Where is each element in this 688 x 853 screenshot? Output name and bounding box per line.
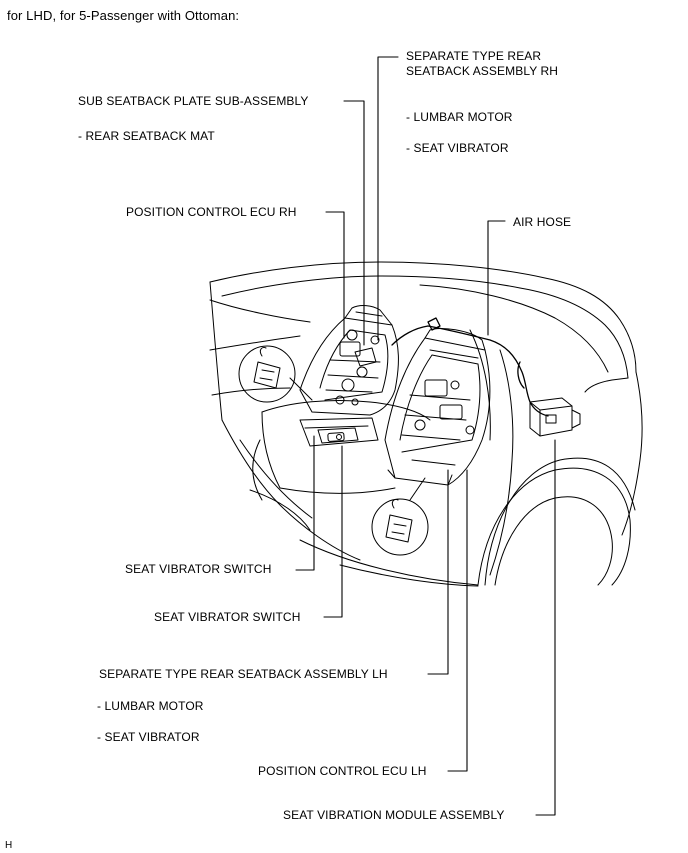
- leader-ecu-lh: [447, 469, 468, 772]
- label-lh-seat-vibrator: - SEAT VIBRATOR: [97, 730, 200, 744]
- label-sub-seatback-plate: SUB SEATBACK PLATE SUB-ASSEMBLY: [78, 94, 309, 108]
- leader-ecu-rh: [325, 211, 345, 339]
- leader-vib-module: [535, 439, 556, 816]
- rear-seat-cushion: [252, 399, 431, 501]
- label-separate-rear-seatback-rh-line1: SEPARATE TYPE REAR: [406, 49, 542, 63]
- leader-sep-lh: [427, 469, 449, 675]
- leader-switch-1: [295, 435, 315, 571]
- seatback-frame-lh: [384, 327, 491, 486]
- air-hose: [391, 317, 549, 417]
- diagram-title: for LHD, for 5-Passenger with Ottoman:: [7, 8, 240, 23]
- leader-air-hose: [487, 220, 506, 336]
- label-separate-rear-seatback-lh: SEPARATE TYPE REAR SEATBACK ASSEMBLY LH: [99, 667, 388, 681]
- detail-circle-upper: [238, 345, 313, 403]
- seat-vibration-module: [529, 397, 581, 437]
- detail-circle-lower: [371, 477, 429, 556]
- label-lh-lumbar-motor: - LUMBAR MOTOR: [97, 699, 204, 713]
- label-position-control-ecu-rh: POSITION CONTROL ECU RH: [126, 205, 297, 219]
- car-body: [209, 261, 643, 587]
- leader-lines: [295, 56, 556, 816]
- label-rh-seat-vibrator: - SEAT VIBRATOR: [406, 141, 509, 155]
- label-rh-lumbar-motor: - LUMBAR MOTOR: [406, 110, 513, 124]
- label-separate-rear-seatback-rh-line2: SEATBACK ASSEMBLY RH: [406, 64, 559, 78]
- seat-vibrator-switch-panel: [317, 427, 359, 444]
- label-position-control-ecu-lh: POSITION CONTROL ECU LH: [258, 764, 427, 778]
- label-seat-vibrator-switch-2: SEAT VIBRATOR SWITCH: [154, 610, 301, 624]
- label-seat-vibration-module: SEAT VIBRATION MODULE ASSEMBLY: [283, 808, 505, 822]
- label-air-hose: AIR HOSE: [513, 215, 572, 229]
- leader-sep-rh: [377, 56, 399, 341]
- seatback-frame-rh: [299, 305, 399, 416]
- label-rear-seatback-mat: - REAR SEATBACK MAT: [78, 129, 215, 143]
- leader-sub-plate: [343, 100, 365, 346]
- label-seat-vibrator-switch-1: SEAT VIBRATOR SWITCH: [125, 562, 272, 576]
- figure-code: H: [5, 840, 13, 851]
- leader-switch-2: [323, 445, 343, 618]
